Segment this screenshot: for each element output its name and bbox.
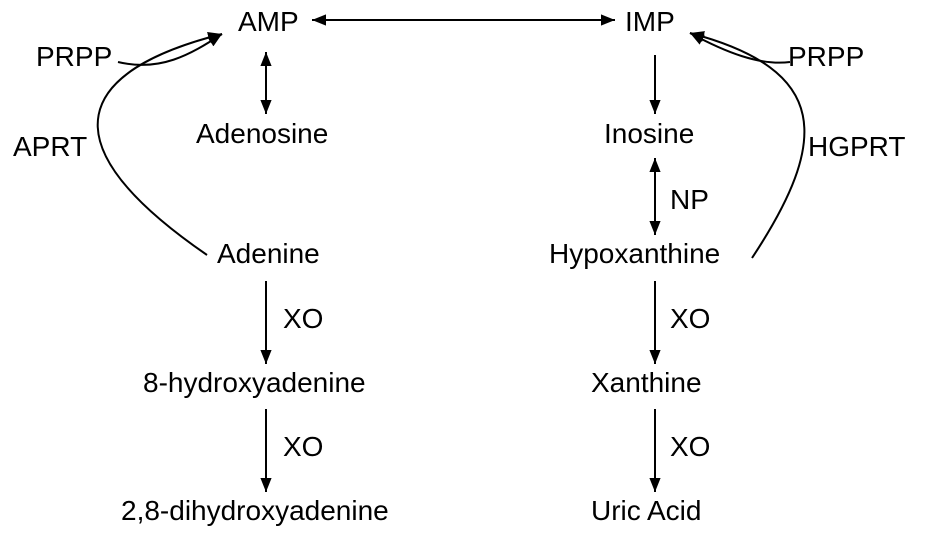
node-8-hydroxyadenine: 8-hydroxyadenine [143, 367, 366, 398]
label-np: NP [670, 184, 709, 215]
node-imp: IMP [625, 6, 675, 37]
node-inosine: Inosine [604, 118, 695, 149]
node-amp: AMP [238, 6, 299, 37]
label-xo-xanthine: XO [670, 431, 711, 462]
label-hgprt: HGPRT [808, 131, 906, 162]
adenine-amp-curve [96, 32, 223, 256]
node-xanthine: Xanthine [591, 367, 702, 398]
node-hypoxanthine: Hypoxanthine [549, 238, 721, 269]
node-2-8-dihydroxyadenine: 2,8-dihydroxyadenine [121, 495, 389, 526]
label-prpp-right: PRPP [788, 41, 865, 72]
hypoxanthine-imp-curve [689, 31, 806, 259]
node-adenine: Adenine [217, 238, 320, 269]
prpp-left-curve [117, 33, 223, 66]
node-adenosine: Adenosine [196, 118, 329, 149]
label-xo-hypoxanthine: XO [670, 303, 711, 334]
label-xo-hydroxyadenine: XO [283, 431, 324, 462]
prpp-right-curve [689, 32, 791, 64]
label-prpp-left: PRPP [36, 41, 113, 72]
label-xo-adenine: XO [283, 303, 324, 334]
label-aprt: APRT [13, 131, 88, 162]
node-uric-acid: Uric Acid [591, 495, 702, 526]
